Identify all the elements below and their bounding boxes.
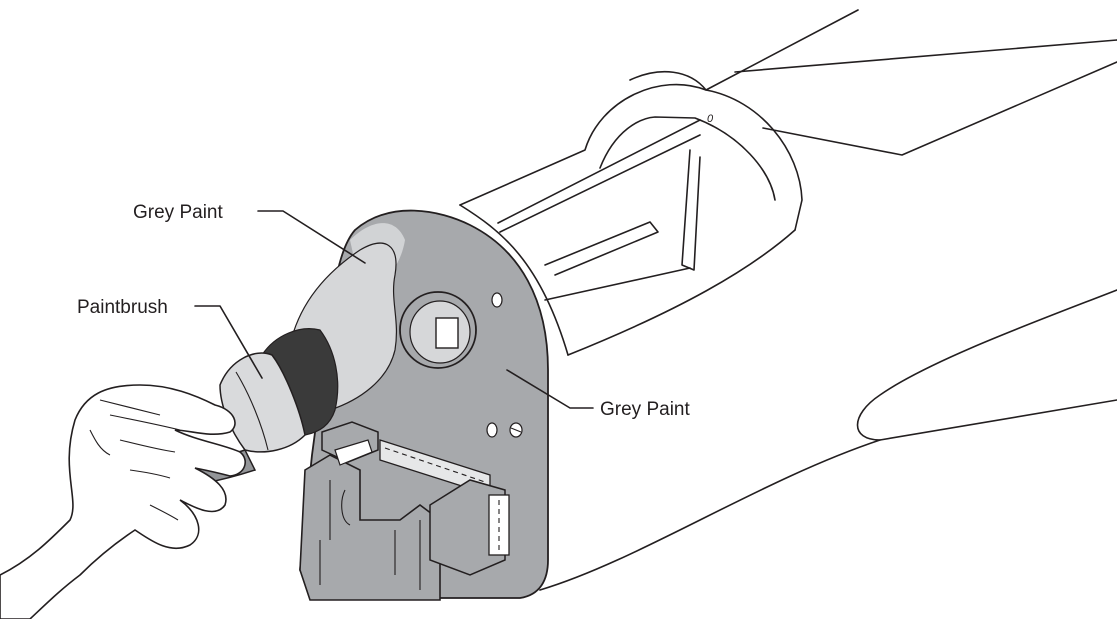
hatch-rim-lower bbox=[567, 229, 796, 356]
hatch-arch-inner bbox=[599, 116, 776, 201]
mount-right-strip bbox=[488, 494, 510, 556]
mount-detail-lines bbox=[319, 480, 421, 590]
mount-right-tab bbox=[429, 479, 506, 576]
hand bbox=[0, 384, 246, 619]
former-square-slot bbox=[435, 317, 459, 349]
leader-paintbrush bbox=[194, 305, 263, 379]
fuselage-upper-right-edge bbox=[734, 39, 1117, 73]
fuselage bbox=[459, 9, 1117, 591]
leader-grey-paint-top bbox=[257, 210, 366, 264]
hand-outline bbox=[0, 384, 246, 619]
hatch-inner-floor bbox=[499, 134, 701, 233]
label-paintbrush: Paintbrush bbox=[77, 297, 168, 318]
hatch-side-line bbox=[497, 119, 701, 224]
former-small-hole-1 bbox=[491, 292, 503, 308]
inner-bulkhead bbox=[681, 149, 701, 271]
former-small-hole-3-slot bbox=[510, 427, 522, 433]
paintbrush bbox=[115, 242, 398, 496]
fuselage-top-edge bbox=[629, 9, 859, 91]
callout-leaders bbox=[194, 210, 594, 409]
mount-top-tab-left-face bbox=[334, 439, 373, 466]
inner-floor-strip bbox=[544, 221, 659, 276]
fuselage-rear-fold bbox=[762, 61, 1117, 156]
brush-ferrule bbox=[219, 352, 306, 453]
leader-grey-paint-right bbox=[506, 369, 594, 409]
former-small-hole-2 bbox=[486, 422, 498, 438]
label-grey-paint-top: Grey Paint bbox=[133, 202, 223, 223]
hand-knuckle-lines bbox=[89, 399, 181, 521]
hatch-front-edge bbox=[459, 204, 569, 356]
brush-ferrule-band bbox=[235, 371, 269, 451]
label-grey-paint-right: Grey Paint bbox=[600, 399, 690, 420]
inner-floor-line bbox=[544, 267, 691, 301]
fuselage-bottom-edge bbox=[539, 439, 881, 591]
mount-block bbox=[299, 454, 441, 601]
hatch-arch-outer bbox=[459, 83, 803, 231]
wing-saddle-outline bbox=[856, 289, 1117, 441]
label-hole-mark: 0 bbox=[707, 113, 714, 125]
